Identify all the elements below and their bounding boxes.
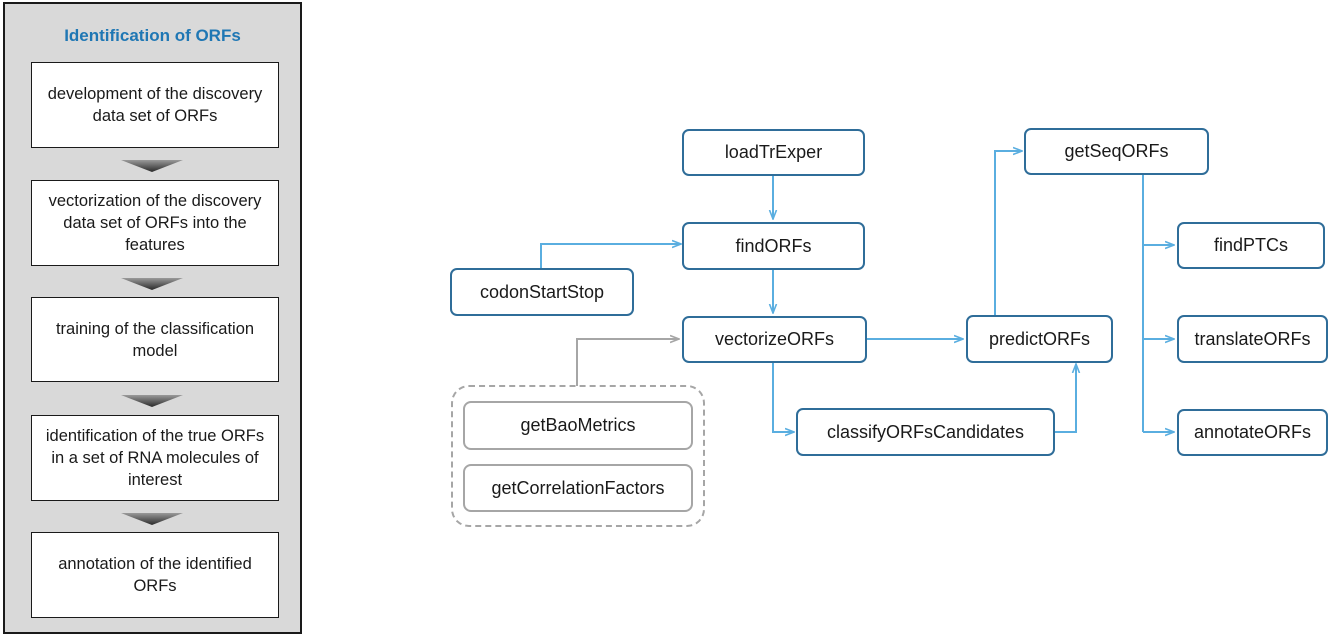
node-findORFs: findORFs [682, 222, 865, 270]
node-predictORFs: predictORFs [966, 315, 1113, 363]
step-training: training of the classification model [31, 297, 279, 382]
panel-title: Identification of ORFs [64, 26, 241, 45]
node-loadTrExper: loadTrExper [682, 129, 865, 176]
edge-classify-predict [1054, 364, 1076, 433]
node-getBaoMetrics: getBaoMetrics [463, 401, 693, 450]
step-identification: identification of the true ORFs in a set… [31, 415, 279, 501]
node-getSeqORFs: getSeqORFs [1024, 128, 1209, 175]
edge-predict-getseq [994, 151, 1022, 315]
step-arrow [121, 513, 183, 525]
node-getCorrelationFactors: getCorrelationFactors [463, 464, 693, 512]
step-arrow [121, 395, 183, 407]
edge-codon-find [540, 244, 681, 268]
edge-group-vectorize [576, 339, 679, 386]
node-translateORFs: translateORFs [1177, 315, 1328, 363]
step-development: development of the discovery data set of… [31, 62, 279, 148]
node-vectorizeORFs: vectorizeORFs [682, 316, 867, 363]
step-arrow [121, 278, 183, 290]
step-vectorization: vectorization of the discovery data set … [31, 180, 279, 266]
edge-vectorize-classify [772, 363, 794, 432]
node-codonStartStop: codonStartStop [450, 268, 634, 316]
node-annotateORFs: annotateORFs [1177, 409, 1328, 456]
metrics-group [451, 385, 705, 527]
step-arrow [121, 160, 183, 172]
node-classifyORFsCandidates: classifyORFsCandidates [796, 408, 1055, 456]
step-annotation: annotation of the identified ORFs [31, 532, 279, 618]
workflow-panel: Identification of ORFs development of th… [3, 2, 302, 634]
node-findPTCs: findPTCs [1177, 222, 1325, 269]
